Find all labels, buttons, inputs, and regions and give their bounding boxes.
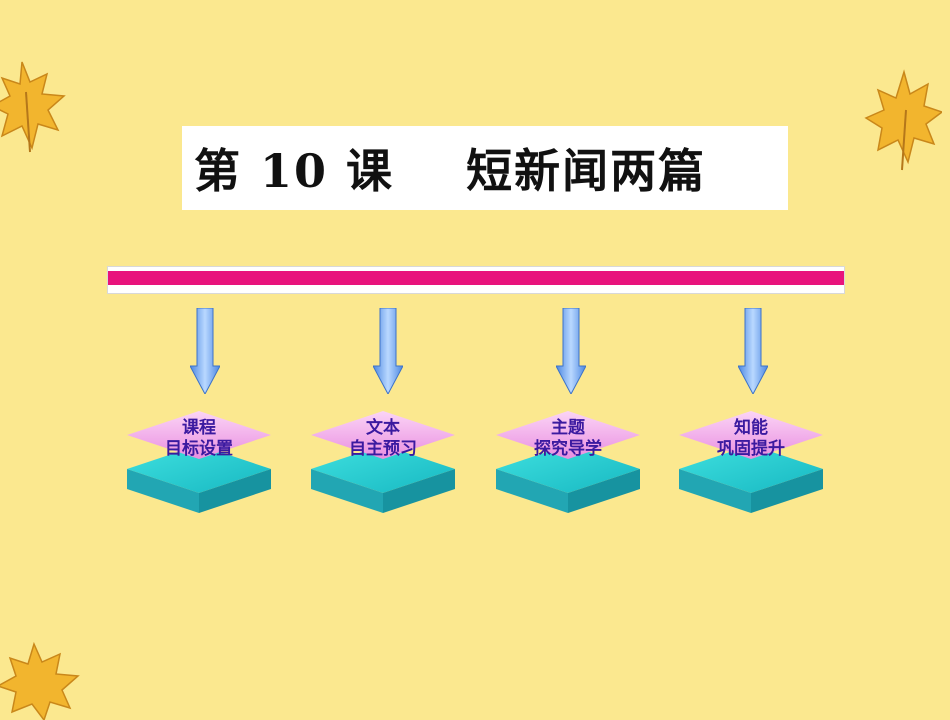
title-box: 第 10 课 短新闻两篇 xyxy=(182,126,788,210)
maple-leaf-icon-bottom-left xyxy=(0,641,80,720)
node-label-line2: 探究导学 xyxy=(534,439,602,459)
slide-title: 第 10 课 短新闻两篇 xyxy=(194,144,707,198)
down-arrow-icon-4 xyxy=(738,308,768,394)
maple-leaf-icon-top-right xyxy=(864,69,942,171)
node-label: 知能 巩固提升 xyxy=(677,418,825,460)
node-label-line1: 主题 xyxy=(551,418,585,438)
node-consolidate[interactable]: 知能 巩固提升 xyxy=(677,405,825,517)
down-arrow-icon-3 xyxy=(556,308,586,394)
node-label-line1: 知能 xyxy=(734,418,768,438)
node-label: 课程 目标设置 xyxy=(125,418,273,460)
maple-leaf-icon-top-left xyxy=(0,61,66,153)
node-label-line1: 课程 xyxy=(182,418,216,438)
divider-bar xyxy=(107,266,845,294)
node-course-goals[interactable]: 课程 目标设置 xyxy=(125,405,273,517)
node-label-line2: 目标设置 xyxy=(165,439,233,459)
node-topic-explore[interactable]: 主题 探究导学 xyxy=(494,405,642,517)
down-arrow-icon-1 xyxy=(190,308,220,394)
node-label-line2: 巩固提升 xyxy=(717,439,785,459)
node-text-preview[interactable]: 文本 自主预习 xyxy=(309,405,457,517)
node-label: 主题 探究导学 xyxy=(494,418,642,460)
node-label-line1: 文本 xyxy=(366,418,400,438)
divider-bar-fill xyxy=(108,271,844,285)
node-label: 文本 自主预习 xyxy=(309,418,457,460)
down-arrow-icon-2 xyxy=(373,308,403,394)
node-label-line2: 自主预习 xyxy=(349,439,417,459)
